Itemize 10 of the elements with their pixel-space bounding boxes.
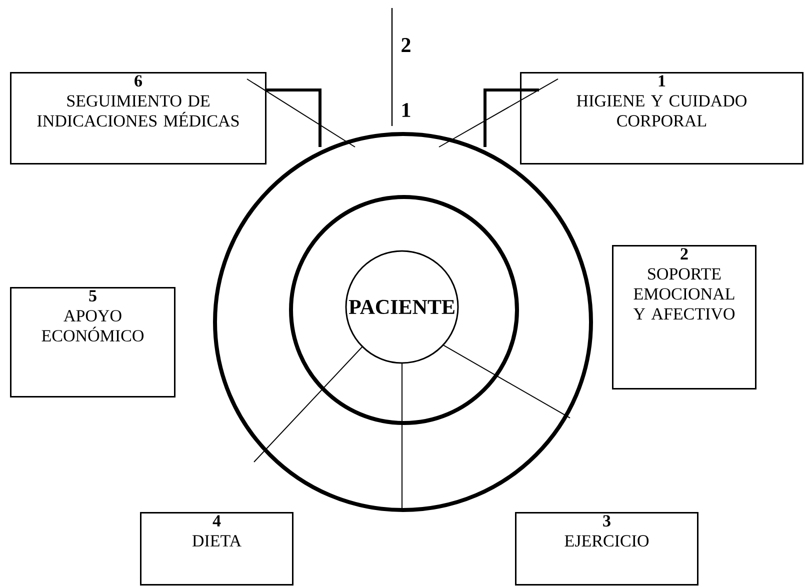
- label-box: 4 DIETA: [140, 512, 294, 586]
- sector-number: 2: [402, 38, 410, 52]
- ring: [289, 195, 519, 425]
- ring: [213, 132, 593, 512]
- label-box: 6 SEGUIMIENTO DE INDICACIONES MÉDICAS: [10, 72, 266, 164]
- label-box: 3 EJERCICIO: [515, 512, 698, 586]
- label-box: 2 SOPORTE EMOCIONAL Y AFECTIVO: [612, 245, 756, 390]
- sector-number: 1: [402, 103, 410, 117]
- label-box: 1 HIGIENE Y CUIDADO CORPORAL: [520, 72, 804, 164]
- label-box: 5 APOYO ECONÓMICO: [10, 287, 176, 398]
